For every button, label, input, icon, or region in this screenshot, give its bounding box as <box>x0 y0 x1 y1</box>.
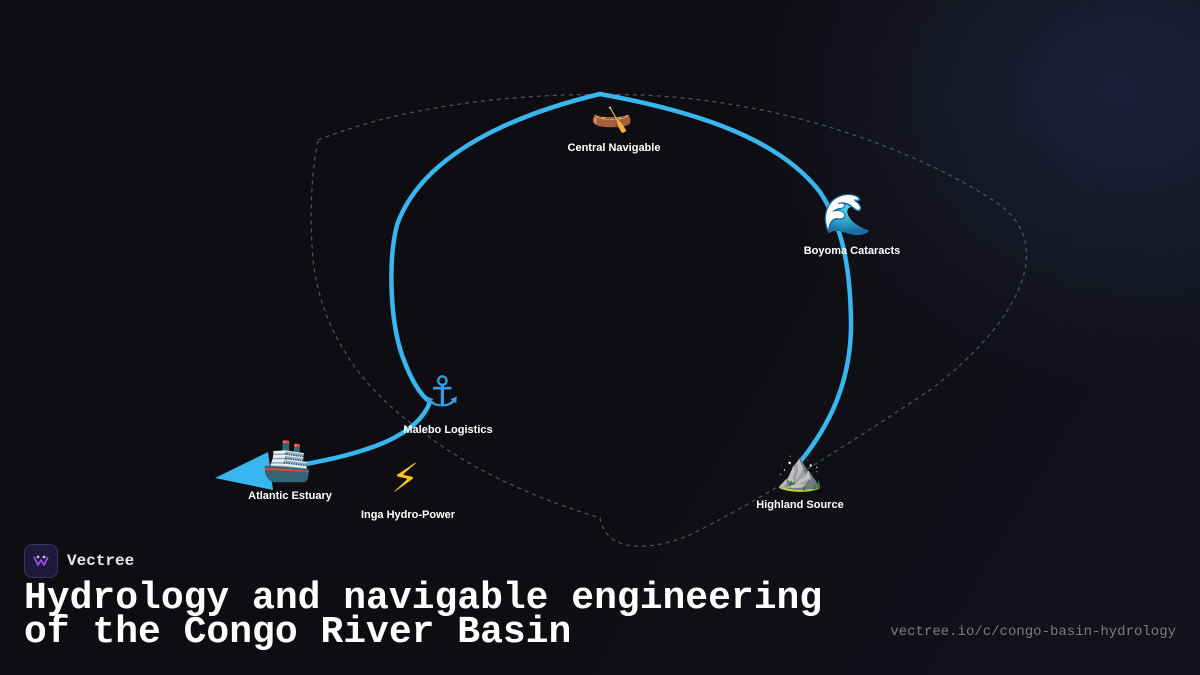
node-highland-source[interactable]: ⛰️ Highland Source <box>756 449 843 511</box>
node-atlantic-estuary[interactable]: 🚢 Atlantic Estuary <box>248 438 333 502</box>
node-label: Malebo Logistics <box>403 424 492 436</box>
node-label: Atlantic Estuary <box>248 490 333 502</box>
node-label: Highland Source <box>756 499 843 511</box>
vectree-logo-icon <box>24 544 58 578</box>
node-inga-hydro-power[interactable]: ⚡ Inga Hydro-Power <box>361 456 456 521</box>
canoe-icon: 🛶 <box>591 95 633 135</box>
river-mouth-arrow <box>215 452 273 490</box>
basin-boundary <box>310 93 1028 547</box>
source-url[interactable]: vectree.io/c/congo-basin-hydrology <box>890 624 1176 640</box>
node-label: Inga Hydro-Power <box>361 509 456 521</box>
lightning-icon: ⚡ <box>391 456 419 502</box>
node-label: Boyoma Cataracts <box>804 245 901 257</box>
node-central-navigable[interactable]: 🛶 Central Navigable <box>568 95 661 154</box>
page-title: Hydrology and navigable engineering of t… <box>24 577 823 654</box>
node-boyoma-cataracts[interactable]: 🌊 Boyoma Cataracts <box>804 191 901 257</box>
node-label: Central Navigable <box>568 142 661 154</box>
wave-icon: 🌊 <box>822 191 872 238</box>
river-path <box>297 91 854 468</box>
node-malebo-logistics[interactable]: ⚓ Malebo Logistics <box>403 367 492 436</box>
brand-name: Vectree <box>67 552 135 570</box>
anchor-icon: ⚓ <box>423 367 461 416</box>
brand[interactable]: Vectree <box>24 544 134 578</box>
mountain-icon: ⛰️ <box>776 449 823 493</box>
ship-icon: 🚢 <box>262 438 312 484</box>
